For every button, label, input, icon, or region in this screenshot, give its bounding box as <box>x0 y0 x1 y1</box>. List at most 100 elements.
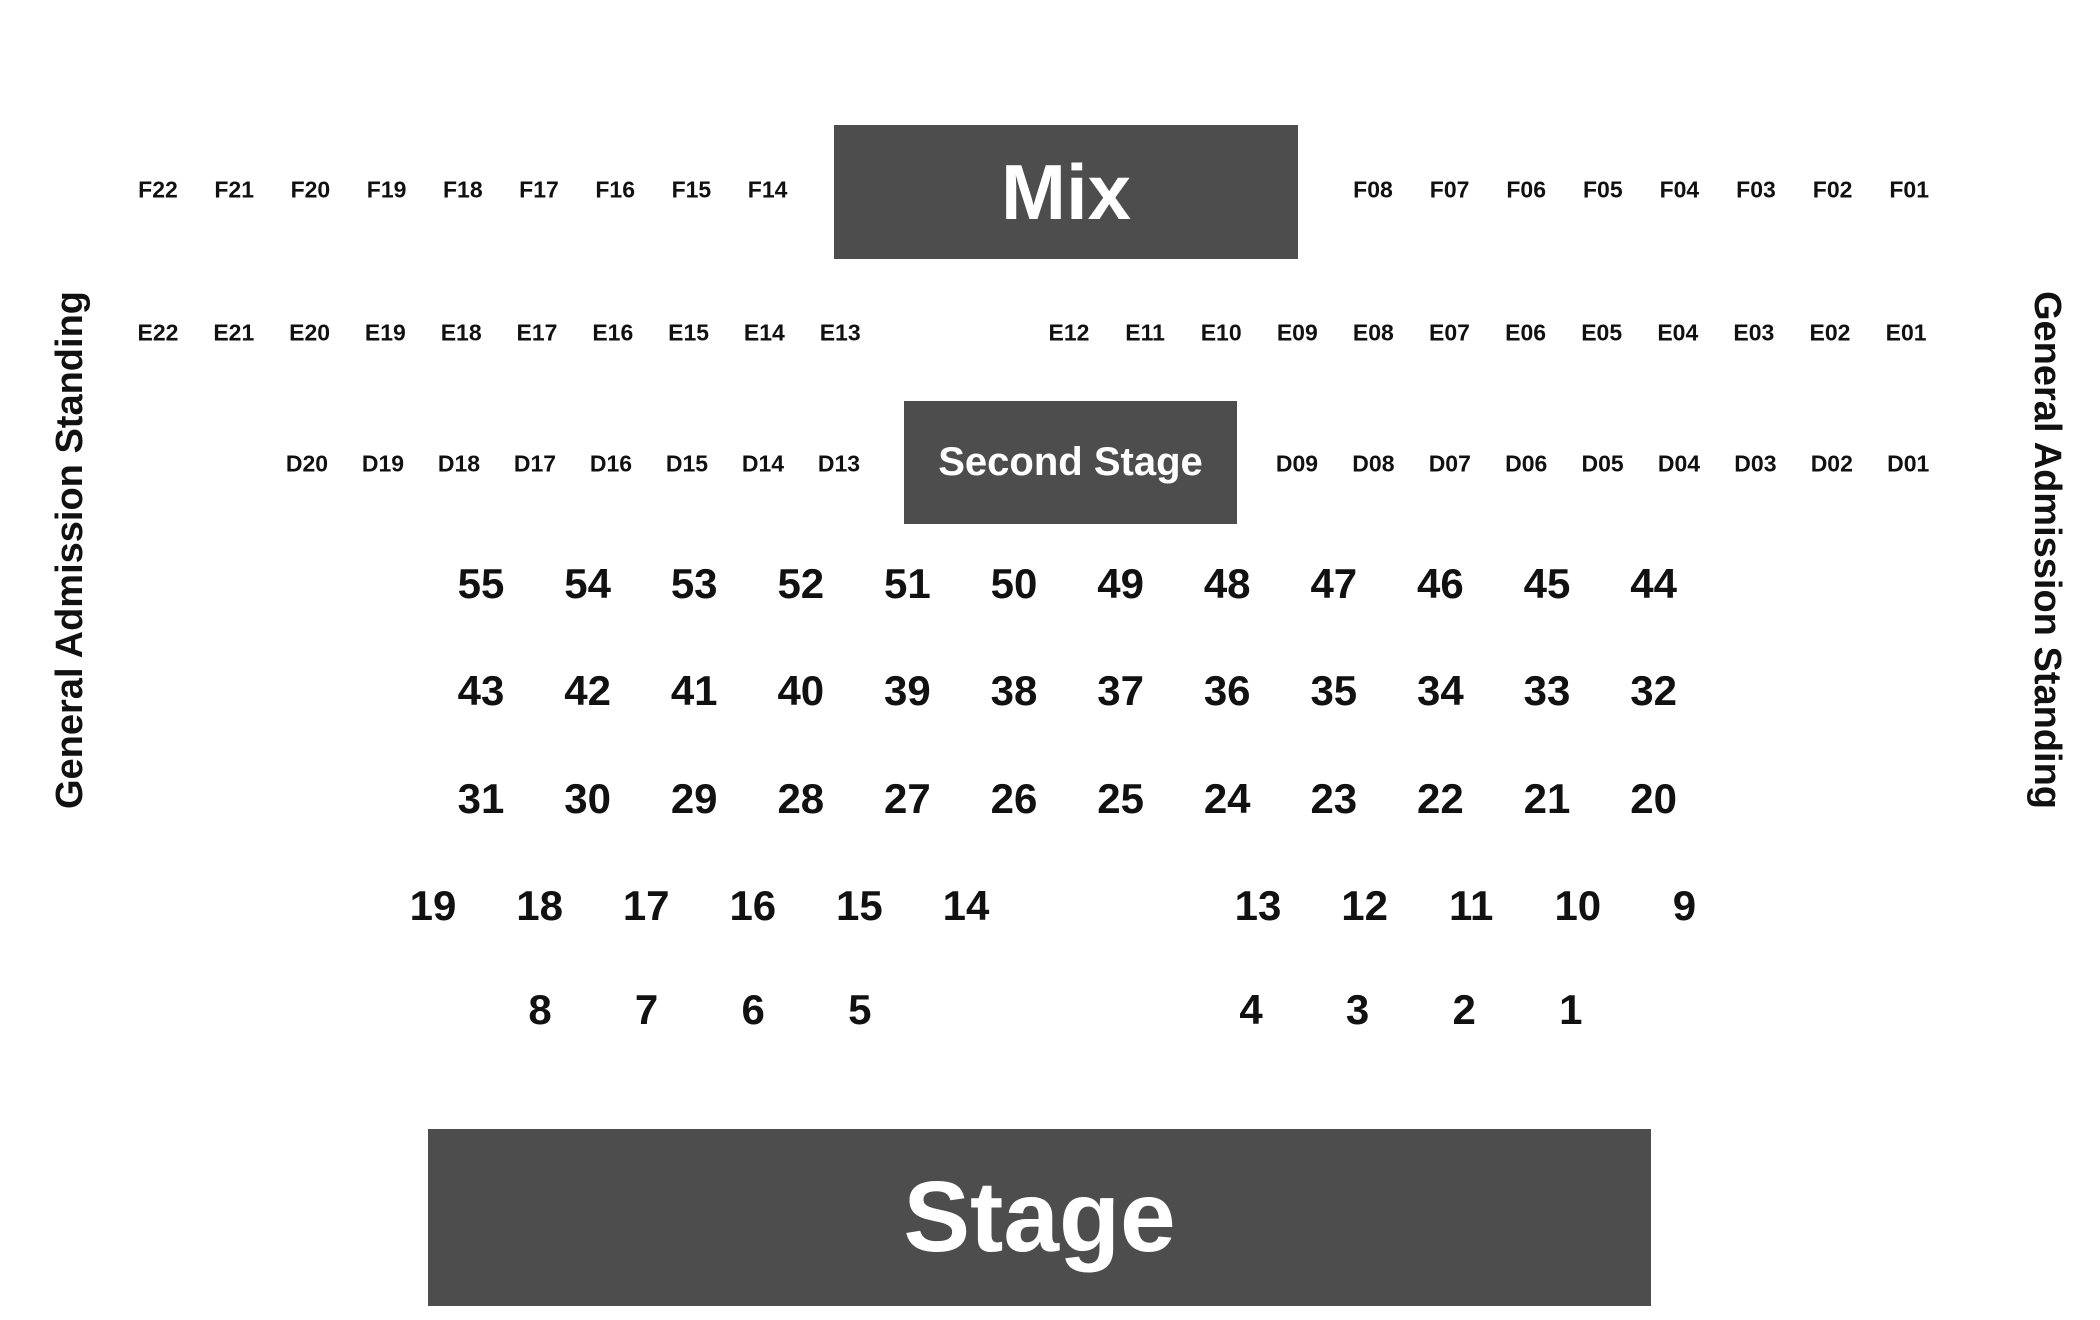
seat-18[interactable]: 18 <box>516 882 563 929</box>
seat-d07[interactable]: D07 <box>1428 450 1471 477</box>
seat-f22[interactable]: F22 <box>138 176 178 203</box>
seat-e19[interactable]: E19 <box>364 319 406 346</box>
seat-8[interactable]: 8 <box>528 986 552 1033</box>
seat-15[interactable]: 15 <box>836 882 883 929</box>
seat-13[interactable]: 13 <box>1234 882 1282 929</box>
seat-f07[interactable]: F07 <box>1429 176 1470 203</box>
seat-d20[interactable]: D20 <box>285 450 329 477</box>
seat-51[interactable]: 51 <box>884 560 931 607</box>
seat-f17[interactable]: F17 <box>519 176 559 203</box>
seat-50[interactable]: 50 <box>990 560 1038 607</box>
seat-e05[interactable]: E05 <box>1581 319 1623 346</box>
seat-14[interactable]: 14 <box>942 882 990 929</box>
seat-e14[interactable]: E14 <box>743 319 785 346</box>
seat-e04[interactable]: E04 <box>1657 319 1699 346</box>
seat-d13[interactable]: D13 <box>817 450 861 477</box>
seat-d15[interactable]: D15 <box>665 450 709 477</box>
seat-45[interactable]: 45 <box>1523 560 1571 607</box>
seat-17[interactable]: 17 <box>622 882 670 929</box>
seat-2[interactable]: 2 <box>1452 986 1476 1033</box>
seat-9[interactable]: 9 <box>1672 882 1697 929</box>
seat-36[interactable]: 36 <box>1203 667 1251 714</box>
seat-55[interactable]: 55 <box>457 560 505 607</box>
seat-6[interactable]: 6 <box>741 986 765 1033</box>
seat-d04[interactable]: D04 <box>1657 450 1701 477</box>
seat-34[interactable]: 34 <box>1417 667 1464 714</box>
seat-d09[interactable]: D09 <box>1275 450 1319 477</box>
seat-53[interactable]: 53 <box>670 560 718 607</box>
seat-30[interactable]: 30 <box>564 775 611 822</box>
seat-46[interactable]: 46 <box>1417 560 1464 607</box>
seat-f05[interactable]: F05 <box>1582 176 1623 203</box>
seat-35[interactable]: 35 <box>1310 667 1358 714</box>
seat-12[interactable]: 12 <box>1341 882 1388 929</box>
seat-e01[interactable]: E01 <box>1885 319 1927 346</box>
seat-d05[interactable]: D05 <box>1581 450 1624 477</box>
seat-1[interactable]: 1 <box>1559 986 1583 1033</box>
seat-e09[interactable]: E09 <box>1276 319 1318 346</box>
seat-20[interactable]: 20 <box>1630 775 1677 822</box>
seat-16[interactable]: 16 <box>729 882 777 929</box>
seat-d19[interactable]: D19 <box>361 450 405 477</box>
seat-38[interactable]: 38 <box>990 667 1038 714</box>
seat-28[interactable]: 28 <box>777 775 825 822</box>
seat-21[interactable]: 21 <box>1523 775 1571 822</box>
seat-e20[interactable]: E20 <box>289 319 331 346</box>
seat-d08[interactable]: D08 <box>1352 450 1395 477</box>
seat-f08[interactable]: F08 <box>1353 176 1393 203</box>
seat-e22[interactable]: E22 <box>137 319 179 346</box>
seat-39[interactable]: 39 <box>884 667 931 714</box>
seat-27[interactable]: 27 <box>884 775 931 822</box>
seat-31[interactable]: 31 <box>457 775 505 822</box>
seat-f21[interactable]: F21 <box>214 176 255 203</box>
seat-41[interactable]: 41 <box>670 667 718 714</box>
seat-e03[interactable]: E03 <box>1733 319 1775 346</box>
seat-33[interactable]: 33 <box>1523 667 1571 714</box>
seat-e15[interactable]: E15 <box>668 319 710 346</box>
seat-10[interactable]: 10 <box>1554 882 1602 929</box>
seat-f02[interactable]: F02 <box>1812 176 1853 203</box>
seat-22[interactable]: 22 <box>1417 775 1464 822</box>
general-admission-right[interactable]: General Admission Standing <box>2026 290 2068 809</box>
seat-32[interactable]: 32 <box>1630 667 1677 714</box>
seat-44[interactable]: 44 <box>1630 560 1677 607</box>
seat-5[interactable]: 5 <box>848 986 872 1033</box>
seat-54[interactable]: 54 <box>564 560 611 607</box>
seat-25[interactable]: 25 <box>1097 775 1144 822</box>
seat-7[interactable]: 7 <box>634 986 659 1033</box>
seat-d17[interactable]: D17 <box>513 450 557 477</box>
seat-48[interactable]: 48 <box>1203 560 1251 607</box>
seat-f18[interactable]: F18 <box>442 176 483 203</box>
seat-52[interactable]: 52 <box>777 560 825 607</box>
seat-d16[interactable]: D16 <box>589 450 633 477</box>
seat-e06[interactable]: E06 <box>1505 319 1547 346</box>
seat-19[interactable]: 19 <box>409 882 457 929</box>
seat-e07[interactable]: E07 <box>1429 319 1470 346</box>
seat-d01[interactable]: D01 <box>1887 450 1930 477</box>
general-admission-left[interactable]: General Admission Standing <box>49 291 91 810</box>
seat-11[interactable]: 11 <box>1448 882 1494 929</box>
seat-e21[interactable]: E21 <box>213 319 255 346</box>
seat-d03[interactable]: D03 <box>1734 450 1777 477</box>
seat-e17[interactable]: E17 <box>516 319 558 346</box>
seat-f03[interactable]: F03 <box>1736 176 1776 203</box>
seat-e10[interactable]: E10 <box>1200 319 1242 346</box>
seat-e11[interactable]: E11 <box>1125 319 1165 346</box>
seat-e08[interactable]: E08 <box>1352 319 1394 346</box>
seat-3[interactable]: 3 <box>1345 986 1370 1033</box>
seat-d14[interactable]: D14 <box>741 450 785 477</box>
seat-4[interactable]: 4 <box>1239 986 1263 1033</box>
seat-f19[interactable]: F19 <box>366 176 407 203</box>
seat-49[interactable]: 49 <box>1097 560 1144 607</box>
seat-40[interactable]: 40 <box>777 667 825 714</box>
seat-d18[interactable]: D18 <box>437 450 481 477</box>
seat-f15[interactable]: F15 <box>671 176 712 203</box>
seat-e18[interactable]: E18 <box>440 319 482 346</box>
seat-f14[interactable]: F14 <box>747 176 788 203</box>
seat-42[interactable]: 42 <box>564 667 611 714</box>
seat-23[interactable]: 23 <box>1310 775 1358 822</box>
seat-f16[interactable]: F16 <box>595 176 636 203</box>
seat-f04[interactable]: F04 <box>1659 176 1700 203</box>
seat-f06[interactable]: F06 <box>1506 176 1547 203</box>
seat-47[interactable]: 47 <box>1310 560 1358 607</box>
